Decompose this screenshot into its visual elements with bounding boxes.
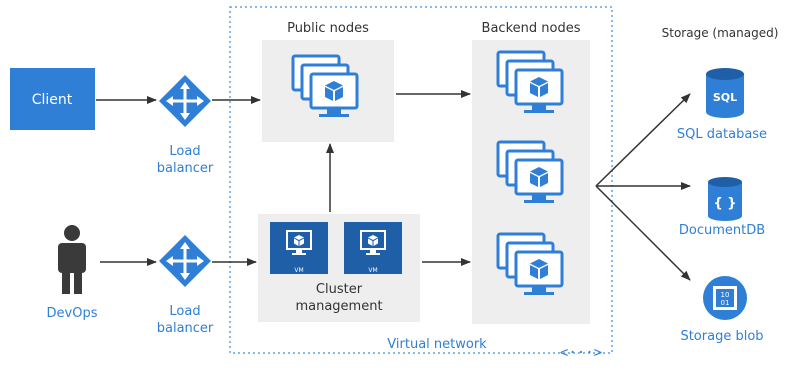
documentdb-icon-text: { } (713, 196, 736, 211)
blob-icon-text-line2: 01 (721, 299, 730, 307)
load-balancer-icon (157, 73, 213, 129)
virtual-network-icon-glyph: <···> (560, 345, 602, 361)
load-balancer-icon (157, 233, 213, 289)
virtual-network-boundary (229, 6, 613, 354)
client-label: Client (32, 92, 73, 108)
sql-database-icon (706, 68, 744, 118)
client-box (10, 68, 95, 130)
arrow-backend-to-blob (595, 185, 691, 281)
load-balancer-label-line1: Load (169, 144, 200, 159)
cluster-management-label-line1: Cluster (316, 282, 363, 297)
backend-nodes-title: Backend nodes (482, 21, 581, 36)
storage-item-storage-blob: Storage blob (680, 329, 763, 344)
virtual-network-icon: <···> (560, 345, 602, 361)
storage-item-documentdb: DocumentDB (679, 223, 765, 238)
documentdb-icon (708, 177, 742, 221)
load-balancer-label-line2: balancer (157, 321, 214, 336)
virtual-network-label: Virtual network (387, 337, 487, 352)
storage-item-sql-database: SQL database (677, 127, 767, 142)
storage-title: Storage (managed) (662, 26, 779, 40)
blob-icon-text-line1: 10 (721, 291, 730, 299)
vm-badge-label: VM (294, 267, 303, 274)
devops-person-icon (58, 225, 86, 294)
arrow-backend-to-sql (595, 93, 691, 187)
public-nodes-title: Public nodes (287, 21, 369, 36)
storage-blob-icon (703, 276, 747, 320)
load-balancer-label-line1: Load (169, 304, 200, 319)
devops-label: DevOps (47, 306, 98, 321)
cluster-management-label-line2: management (295, 299, 382, 314)
load-balancer-label-line2: balancer (157, 161, 214, 176)
sql-icon-text: SQL (713, 91, 737, 104)
vm-badge-label: VM (368, 267, 377, 274)
